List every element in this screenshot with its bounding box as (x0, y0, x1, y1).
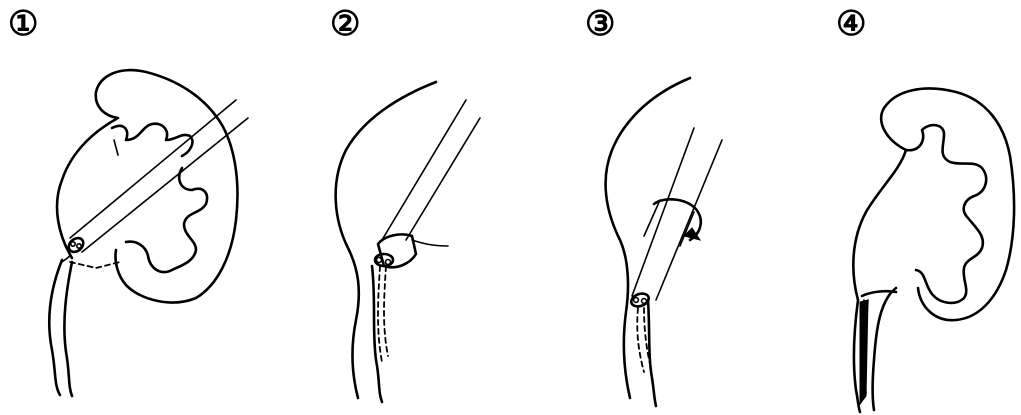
ureter-right-1 (64, 262, 72, 396)
sheath-edge-2 (412, 240, 448, 246)
ureter-wall-2 (372, 266, 382, 402)
sheath-left-3 (644, 200, 660, 236)
scope-line-bottom-1 (82, 118, 248, 252)
kidney-outline-4 (853, 89, 1014, 321)
kidney-contour-3 (606, 78, 690, 398)
scope-channel-3b (642, 299, 647, 304)
calyx-upper-4 (906, 125, 986, 303)
scope-line-right-2 (406, 118, 480, 240)
guide-wire-3 (637, 308, 644, 372)
panel-4-drawing (853, 89, 1014, 412)
calyx-upper-1 (112, 124, 192, 156)
scope-channel-1 (71, 242, 75, 246)
scope-channel-1b (77, 244, 81, 248)
scope-line-left-3 (632, 128, 694, 296)
ureter-left-4 (854, 300, 860, 412)
sheath-cap-2 (378, 234, 416, 267)
calyx-tick-1 (114, 140, 118, 155)
guide-wire-1 (70, 262, 120, 268)
scope-channel-2b (386, 260, 391, 265)
guide-wire-2b (384, 266, 388, 356)
panel-3-drawing (606, 78, 722, 406)
guide-wire-2 (378, 266, 382, 362)
panel-2-drawing (336, 82, 480, 402)
ureter-wall-3 (648, 300, 656, 406)
ureter-right-4 (873, 288, 897, 410)
scope-line-right-3 (656, 140, 722, 300)
scope-channel-3 (634, 298, 639, 303)
scope-channel-2 (377, 258, 382, 263)
kidney-outline-1 (57, 70, 237, 302)
wire-lead-1 (62, 256, 70, 262)
scope-line-top-1 (70, 100, 236, 238)
kidney-contour-2 (336, 82, 436, 398)
stent-fill-4 (860, 300, 868, 404)
ureter-left-1 (49, 260, 62, 395)
scope-line-left-2 (382, 100, 466, 240)
panel-1-drawing (49, 70, 248, 396)
